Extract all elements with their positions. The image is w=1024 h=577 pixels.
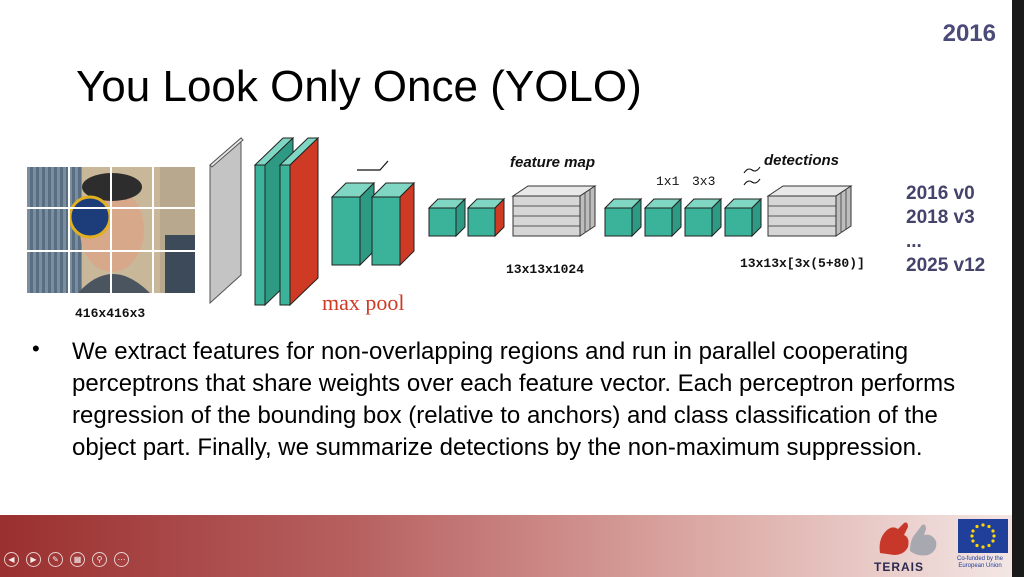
conv-1x1-label: 1x1 <box>656 174 680 189</box>
feature-map-dims: 13x13x1024 <box>506 262 584 277</box>
conv-cube-small <box>427 197 467 238</box>
terais-logo-text: TERAIS <box>874 560 925 574</box>
conv-cube-small-pool <box>466 197 506 238</box>
detections-label: detections <box>764 152 839 169</box>
yolo-architecture-diagram: 416x416x3 max pool <box>27 136 865 321</box>
conv-cube <box>330 181 376 267</box>
version-item: 2016 v0 <box>906 183 975 204</box>
version-item: ... <box>906 231 922 252</box>
eu-caption: Co-funded by the European Union <box>956 556 1004 569</box>
previous-slide-icon[interactable]: ◀ <box>4 552 19 567</box>
feature-map-grid <box>511 185 597 237</box>
conv-cube-pool <box>370 181 416 267</box>
conv-cube-1x1 <box>643 197 683 238</box>
slides-overview-icon[interactable]: ▦ <box>70 552 85 567</box>
feature-map-label: feature map <box>510 154 595 171</box>
bullet-point: • We extract features for non-overlappin… <box>28 336 998 464</box>
more-options-icon[interactable]: ⋯ <box>114 552 129 567</box>
terais-logo <box>879 522 937 556</box>
detections-grid <box>766 185 853 237</box>
conv-3x3-label: 3x3 <box>692 174 715 189</box>
input-size-label: 416x416x3 <box>75 306 145 321</box>
version-item: 2018 v3 <box>906 207 975 228</box>
window-edge <box>1012 0 1024 577</box>
next-slide-icon[interactable]: ▶ <box>26 552 41 567</box>
conv-group-bracket <box>357 160 389 171</box>
input-image-photo <box>27 167 195 293</box>
conv-cube-3x3 <box>683 197 723 238</box>
input-layer-slab <box>209 136 244 305</box>
slide-title: You Look Only Once (YOLO) <box>76 62 642 111</box>
maxpool-label: max pool <box>322 290 405 315</box>
pen-icon[interactable]: ✎ <box>48 552 63 567</box>
version-item: 2025 v12 <box>906 255 986 276</box>
slide-footer: ◀ ▶ ✎ ▦ ⚲ ⋯ TERAIS <box>0 515 1012 577</box>
eu-flag-icon <box>958 519 1008 553</box>
conv-layers-large <box>253 136 320 307</box>
slide-year: 2016 <box>942 20 996 47</box>
conv-cube-small <box>603 197 643 238</box>
detections-bracket <box>743 166 761 186</box>
conv-cube-output <box>723 197 763 238</box>
zoom-icon[interactable]: ⚲ <box>92 552 107 567</box>
detections-dims: 13x13x[3x(5+80)] <box>740 256 865 271</box>
yolo-versions-list: 2016 v0 2018 v3 ... 2025 v12 <box>906 182 985 278</box>
bullet-icon: • <box>32 336 40 361</box>
bullet-text: We extract features for non-overlapping … <box>72 338 956 461</box>
presenter-toolbar: ◀ ▶ ✎ ▦ ⚲ ⋯ <box>4 552 129 567</box>
